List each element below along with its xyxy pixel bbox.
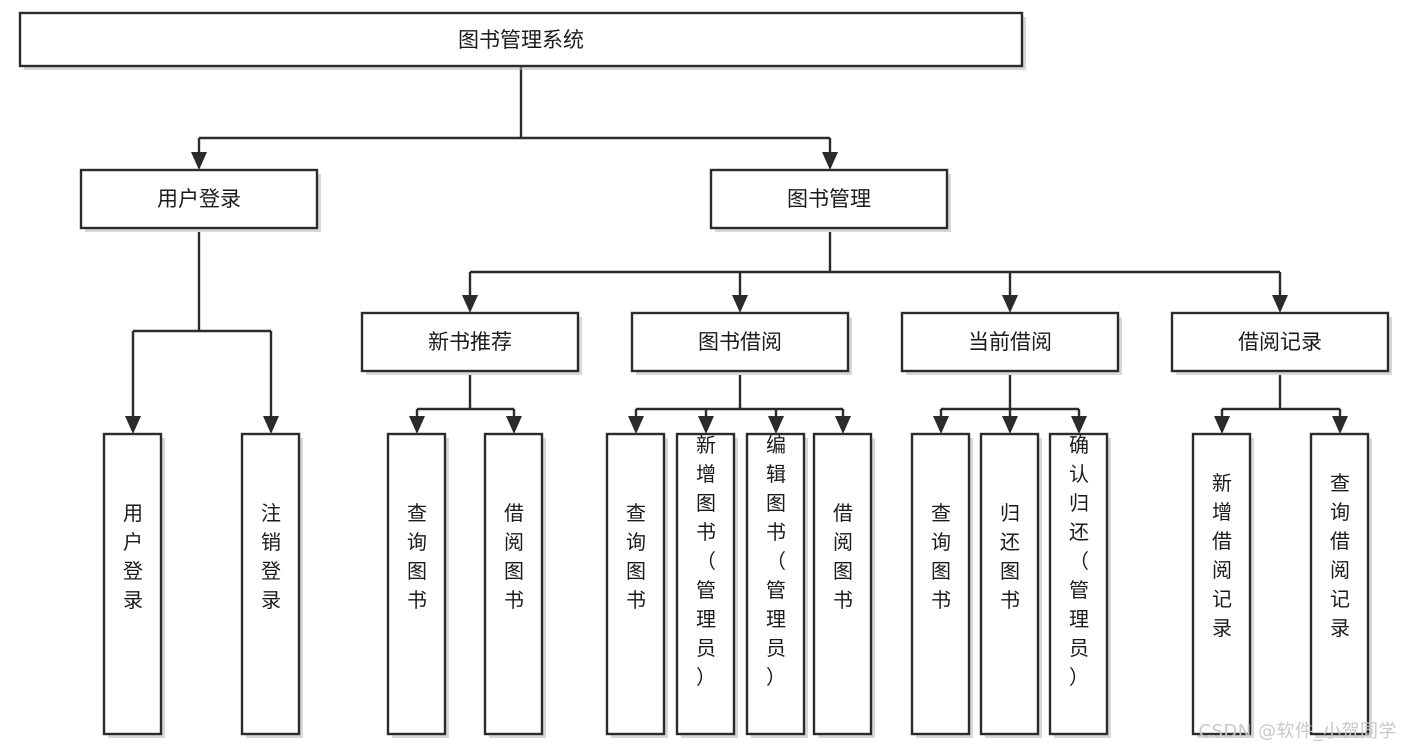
leaf-current-borrow-1[interactable]: 查询图书 xyxy=(910,432,973,738)
arrow-leaf-book-borrow-1 xyxy=(628,416,644,434)
leaf-book-borrow-1-box xyxy=(605,432,666,736)
leaf-user-login-1-box xyxy=(102,432,163,736)
leaf-borrow-record-1[interactable]: 新增借阅记录 xyxy=(1191,432,1254,738)
arrow-leaf-borrow-record-1 xyxy=(1214,416,1230,434)
leaf-new-book-1-label: 查询图书 xyxy=(407,501,427,612)
arrow-new-book xyxy=(462,295,478,313)
node-user-login-label: 用户登录 xyxy=(157,187,241,211)
arrow-current-borrow xyxy=(1002,295,1018,313)
arrow-leaf-book-borrow-3 xyxy=(768,416,784,434)
leaf-current-borrow-2[interactable]: 归还图书 xyxy=(979,432,1042,738)
node-current-borrow-label: 当前借阅 xyxy=(968,330,1052,354)
arrow-borrow-record xyxy=(1272,295,1288,313)
arrow-leaf-current-borrow-1 xyxy=(933,416,949,434)
leaf-borrow-record-1-box xyxy=(1191,432,1252,736)
arrow-leaf-borrow-record-2 xyxy=(1332,416,1348,434)
leaf-current-borrow-3[interactable]: 确认归还（管理员） xyxy=(1048,432,1111,738)
leaf-current-borrow-2-box xyxy=(979,432,1040,736)
node-borrow-record[interactable]: 借阅记录 xyxy=(1170,311,1392,375)
leaf-user-login-2-label: 注销登录 xyxy=(261,501,281,612)
node-new-book-recommend[interactable]: 新书推荐 xyxy=(360,311,582,375)
node-new-book-recommend-box xyxy=(360,311,580,373)
leaf-borrow-record-1-label: 新增借阅记录 xyxy=(1212,471,1232,640)
node-book-management-label: 图书管理 xyxy=(787,187,871,211)
arrow-leaf-book-borrow-2 xyxy=(698,416,714,434)
arrow-book-borrow xyxy=(732,295,748,313)
leaf-new-book-2[interactable]: 借阅图书 xyxy=(483,432,546,738)
leaf-book-borrow-3[interactable]: 编辑图书（管理员） xyxy=(745,432,808,738)
arrow-leaf-user-login-2 xyxy=(263,416,279,434)
connector-layer xyxy=(125,66,1348,434)
node-borrow-record-label: 借阅记录 xyxy=(1238,330,1322,354)
node-borrow-record-box xyxy=(1170,311,1390,373)
node-book-management-box xyxy=(709,168,949,230)
arrow-book-mgmt xyxy=(822,152,838,170)
leaf-current-borrow-2-label: 归还图书 xyxy=(1000,501,1020,612)
leaf-user-login-2-box xyxy=(240,432,301,736)
leaf-borrow-record-2[interactable]: 查询借阅记录 xyxy=(1309,432,1372,738)
node-book-borrow-box xyxy=(630,311,850,373)
leaf-book-borrow-4-box xyxy=(812,432,873,736)
leaf-book-borrow-2-label: 新增图书（管理员） xyxy=(696,433,716,689)
node-book-management[interactable]: 图书管理 xyxy=(709,168,951,232)
leaf-book-borrow-4[interactable]: 借阅图书 xyxy=(812,432,875,738)
leaf-current-borrow-3-label: 确认归还（管理员） xyxy=(1069,433,1089,689)
leaf-user-login-2[interactable]: 注销登录 xyxy=(240,432,303,738)
arrow-user-login xyxy=(191,152,207,170)
leaf-user-login-1-label: 用户登录 xyxy=(123,501,143,612)
node-root[interactable]: 图书管理系统 xyxy=(18,11,1026,70)
node-book-borrow-label: 图书借阅 xyxy=(698,330,782,354)
arrow-leaf-new-book-2 xyxy=(506,416,522,434)
node-user-login[interactable]: 用户登录 xyxy=(79,168,321,232)
leaf-borrow-record-2-box xyxy=(1309,432,1370,736)
arrow-leaf-current-borrow-2 xyxy=(1002,416,1018,434)
leaf-new-book-1[interactable]: 查询图书 xyxy=(386,432,449,738)
node-book-borrow[interactable]: 图书借阅 xyxy=(630,311,852,375)
leaf-book-borrow-3-box xyxy=(745,432,806,736)
leaf-new-book-2-label: 借阅图书 xyxy=(504,501,524,612)
leaf-book-borrow-1-label: 查询图书 xyxy=(626,501,646,612)
node-current-borrow[interactable]: 当前借阅 xyxy=(900,311,1122,375)
leaf-current-borrow-1-box xyxy=(910,432,971,736)
leaf-book-borrow-2[interactable]: 新增图书（管理员） xyxy=(675,432,738,738)
leaf-book-borrow-2-box xyxy=(675,432,736,736)
arrow-leaf-current-borrow-3 xyxy=(1071,416,1087,434)
leaf-book-borrow-4-label: 借阅图书 xyxy=(833,501,853,612)
leaf-book-borrow-3-label: 编辑图书（管理员） xyxy=(766,433,786,689)
leaf-new-book-1-box xyxy=(386,432,447,736)
node-root-box xyxy=(18,11,1024,68)
node-new-book-recommend-label: 新书推荐 xyxy=(428,330,512,354)
leaf-borrow-record-2-label: 查询借阅记录 xyxy=(1330,471,1350,640)
leaf-current-borrow-1-label: 查询图书 xyxy=(931,501,951,612)
arrow-leaf-new-book-1 xyxy=(409,416,425,434)
leaf-book-borrow-1[interactable]: 查询图书 xyxy=(605,432,668,738)
leaf-current-borrow-3-box xyxy=(1048,432,1109,736)
node-root-label: 图书管理系统 xyxy=(458,28,584,52)
leaf-new-book-2-box xyxy=(483,432,544,736)
csdn-watermark: CSDN @软件_小贺同学 xyxy=(1198,721,1397,742)
leaf-user-login-1[interactable]: 用户登录 xyxy=(102,432,165,738)
node-user-login-box xyxy=(79,168,319,230)
arrow-leaf-book-borrow-4 xyxy=(835,416,851,434)
arrow-leaf-user-login-1 xyxy=(125,416,141,434)
node-current-borrow-box xyxy=(900,311,1120,373)
